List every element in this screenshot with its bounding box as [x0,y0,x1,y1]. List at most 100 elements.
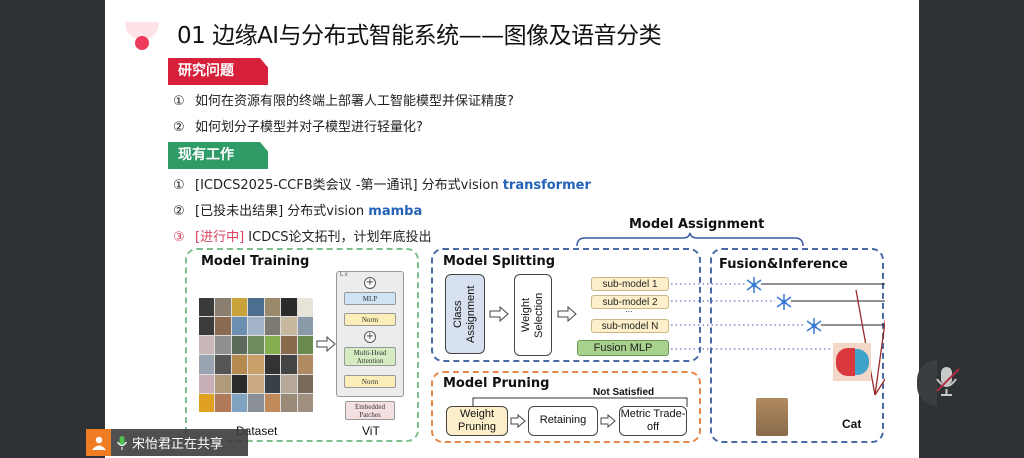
item-text: [ICDCS2025-CCFB类会议 -第一通讯] 分布式vision [195,178,503,193]
item-text: 如何划分子模型并对子模型进行轻量化? [195,120,423,135]
dataset-thumbnail [297,336,313,355]
item-text: ICDCS论文拓刊，计划年底投出 [244,230,432,245]
model-assignment-brace [576,232,804,247]
dataset-thumbnail [231,317,248,336]
residual-add-icon: + [364,331,376,343]
dataset-thumbnail [199,374,215,393]
output-label: Cat [842,417,862,431]
item-text: 如何在资源有限的终端上部署人工智能模型并保证精度? [195,94,514,109]
arrow-right-icon [600,414,616,428]
dataset-thumbnail [199,298,215,317]
fusion-inference-panel [710,248,884,443]
item-number: ② [173,204,185,219]
arrow-right-icon [510,414,526,428]
dataset-thumbnail [199,355,215,374]
metric-tradeoff-step: Metric Trade-off [619,406,687,436]
vit-label: ViT [362,424,380,438]
submodel-1: sub-model 1 [591,277,669,291]
dataset-thumbnail [264,317,281,336]
dataset-thumbnail [215,374,231,393]
dataset-thumbnail [231,393,248,412]
title-decoration [125,22,159,40]
dataset-thumbnail [248,298,264,317]
retaining-step: Retaining [528,406,598,436]
feedback-loop-line [472,397,688,407]
vit-embedded-patches: Embedded Patches [345,401,395,420]
existing-work-1: ① [ICDCS2025-CCFB类会议 -第一通讯] 分布式vision tra… [173,174,591,193]
status-in-progress: [进行中] [195,230,245,245]
item-number: ③ [173,230,185,245]
dataset-thumbnail [264,298,281,317]
mic-button-edge [917,360,937,406]
cat-input-image [756,398,788,436]
mute-toggle-button[interactable] [933,365,961,401]
dataset-thumbnail [215,298,231,317]
dataset-thumbnail [281,336,297,355]
microphone-active-icon [117,435,127,450]
arrow-right-icon [557,306,577,322]
keyword-transformer: transformer [502,178,591,193]
dataset-thumbnail [248,336,264,355]
dataset-thumbnail [248,355,264,374]
submodel-n: sub-model N [591,319,669,333]
dataset-thumbnail [264,355,281,374]
model-pruning-title: Model Pruning [443,376,550,391]
sharing-status-text: 宋怡君正在共享 [132,437,224,452]
not-satisfied-label: Not Satisfied [593,387,655,398]
existing-work-3: ③ [进行中] ICDCS论文拓刊，计划年底投出 [173,226,432,245]
model-assignment-label: Model Assignment [629,217,765,232]
vit-norm-block: Norm [344,375,396,388]
dataset-thumbnail [248,393,264,412]
weight-pruning-step: Weight Pruning [446,406,508,436]
model-splitting-panel [431,248,701,362]
dataset-thumbnail [297,317,313,336]
model-training-panel [185,248,419,442]
model-training-title: Model Training [201,254,310,269]
dataset-thumbnail [215,393,231,412]
dataset-thumbnail [297,374,313,393]
dataset-thumbnail [231,298,248,317]
submodel-node-icon [776,294,792,310]
dataset-thumbnail [281,317,297,336]
submodel-node-icon [806,318,822,334]
vit-repeat-label: L x [340,272,348,278]
model-pruning-panel [431,371,701,443]
dataset-thumbnail [231,336,248,355]
dataset-thumbnail [199,317,215,336]
dataset-thumbnail [297,298,313,317]
keyword-mamba: mamba [368,204,423,219]
submodel-2: sub-model 2 [591,295,669,309]
brain-gear-icon [833,343,871,381]
submodel-ellipsis: ... [625,304,633,314]
dataset-thumbnail [264,374,281,393]
dataset-thumbnail [281,298,297,317]
dataset-thumbnail [264,336,281,355]
model-splitting-title: Model Splitting [443,254,555,269]
inference-flow-diagram [671,283,885,396]
vit-attention-block: Multi-Head Attention [344,347,396,366]
dataset-thumbnail [281,355,297,374]
section-tag-existing-work: 现有工作 [168,142,268,169]
section-tag-research-questions: 研究问题 [168,58,268,85]
slide-title: 01 边缘AI与分布式智能系统——图像及语音分类 [177,23,662,49]
dataset-thumbnail [231,355,248,374]
dataset-thumbnail [297,393,313,412]
fusion-inference-title: Fusion&Inference [719,257,848,272]
screen-share-status-bar: 宋怡君正在共享 [86,429,248,456]
dataset-thumbnail [215,355,231,374]
dataset-thumbnail [215,336,231,355]
item-number: ① [173,178,185,193]
dataset-thumbnail [264,393,281,412]
vit-mlp-block: MLP [344,292,396,305]
arrow-right-icon [316,336,336,352]
dataset-thumbnail [199,393,215,412]
dataset-thumbnail [199,336,215,355]
fusion-mlp-block: Fusion MLP [577,340,669,356]
arrow-right-icon [489,306,509,322]
dataset-image-grid [199,298,313,412]
presenter-avatar-icon [86,429,111,456]
